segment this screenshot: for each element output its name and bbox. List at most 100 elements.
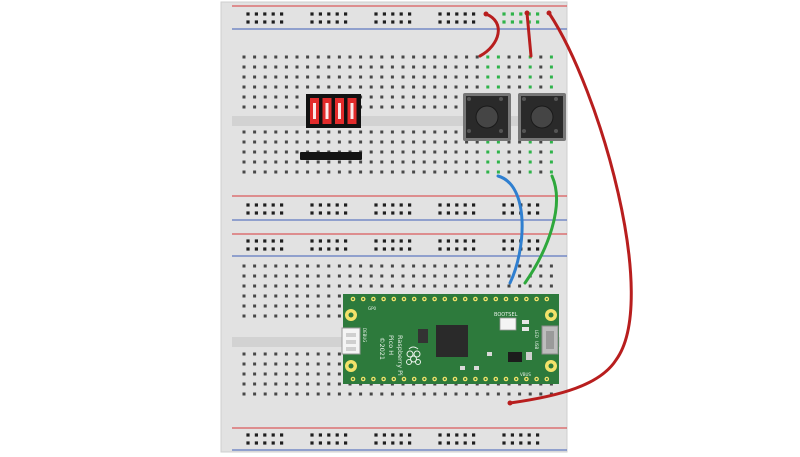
- pico-pin-hole: [535, 378, 538, 380]
- terminal-hole: [412, 140, 416, 144]
- terminal-hole: [475, 264, 479, 268]
- terminal-hole: [465, 284, 469, 288]
- terminal-hole: [412, 392, 416, 396]
- rail-hole: [536, 433, 540, 437]
- terminal-hole: [380, 170, 384, 174]
- pico-pin-hole: [362, 298, 365, 300]
- terminal-hole: [390, 284, 394, 288]
- terminal-hole: [316, 314, 320, 318]
- rail-hole: [335, 203, 339, 207]
- terminal-hole: [380, 284, 384, 288]
- terminal-hole: [263, 95, 267, 99]
- debug-label: DEBUG: [362, 328, 367, 342]
- terminal-hole: [496, 264, 500, 268]
- terminal-hole: [390, 55, 394, 59]
- terminal-hole: [306, 392, 310, 396]
- rail-hole: [502, 12, 506, 16]
- terminal-hole: [263, 170, 267, 174]
- terminal-hole: [295, 284, 299, 288]
- terminal-hole: [306, 274, 310, 278]
- terminal-hole: [422, 75, 426, 79]
- rp2040-chip: [436, 325, 468, 357]
- pushbutton-right: [518, 93, 566, 141]
- terminal-hole: [518, 274, 522, 278]
- terminal-hole: [295, 65, 299, 69]
- rail-hole: [463, 203, 467, 207]
- raspberry-pi-pico: Raspberry Pi Pico H ©2021 BOOTSEL DEBUG …: [341, 294, 559, 384]
- terminal-hole: [274, 304, 278, 308]
- terminal-hole: [263, 85, 267, 89]
- rail-hole: [271, 12, 275, 16]
- led-segment-highlight: [350, 103, 354, 119]
- pico-pin-hole: [352, 378, 354, 380]
- pico-model-label: Pico H: [387, 335, 395, 355]
- rail-hole: [271, 20, 275, 24]
- button-pin: [467, 97, 471, 101]
- terminal-hole: [401, 130, 405, 134]
- breadboard: [220, 1, 568, 453]
- terminal-hole: [528, 85, 532, 89]
- terminal-hole: [454, 170, 458, 174]
- terminal-hole: [337, 294, 341, 298]
- rail-hole: [280, 12, 284, 16]
- terminal-hole: [284, 55, 288, 59]
- rail-hole: [310, 211, 314, 215]
- terminal-hole: [295, 95, 299, 99]
- terminal-hole: [475, 55, 479, 59]
- terminal-hole: [412, 85, 416, 89]
- rail-hole: [502, 239, 506, 243]
- terminal-hole: [359, 264, 363, 268]
- terminal-hole: [518, 150, 522, 154]
- rail-hole: [463, 20, 467, 24]
- terminal-hole: [380, 150, 384, 154]
- terminal-hole: [306, 294, 310, 298]
- rail-hole: [335, 12, 339, 16]
- terminal-hole: [253, 55, 257, 59]
- terminal-hole: [496, 75, 500, 79]
- terminal-hole: [253, 314, 257, 318]
- terminal-hole: [359, 65, 363, 69]
- rail-hole: [519, 441, 523, 445]
- terminal-hole: [263, 352, 267, 356]
- terminal-hole: [369, 95, 373, 99]
- pushbutton-left: [463, 93, 511, 141]
- terminal-hole: [295, 362, 299, 366]
- pico-pin-hole: [505, 378, 507, 380]
- pico-pin-hole: [433, 298, 436, 300]
- terminal-hole: [306, 264, 310, 268]
- terminal-hole: [295, 85, 299, 89]
- terminal-hole: [549, 150, 553, 154]
- rail-hole: [502, 433, 506, 437]
- terminal-hole: [380, 55, 384, 59]
- terminal-hole: [443, 264, 447, 268]
- terminal-hole: [242, 105, 246, 109]
- terminal-hole: [337, 392, 341, 396]
- rail-hole: [527, 211, 531, 215]
- terminal-hole: [496, 140, 500, 144]
- terminal-hole: [295, 372, 299, 376]
- rail-hole: [399, 211, 403, 215]
- rail-hole: [263, 12, 267, 16]
- button-cap: [530, 105, 554, 129]
- terminal-hole: [263, 65, 267, 69]
- rail-hole: [382, 239, 386, 243]
- rail-hole: [327, 239, 331, 243]
- terminal-hole: [507, 274, 511, 278]
- terminal-hole: [295, 130, 299, 134]
- terminal-hole: [242, 130, 246, 134]
- terminal-hole: [475, 274, 479, 278]
- terminal-hole: [337, 304, 341, 308]
- terminal-hole: [475, 160, 479, 164]
- terminal-hole: [433, 284, 437, 288]
- rail-hole: [374, 20, 378, 24]
- terminal-hole: [433, 140, 437, 144]
- pico-pin-hole: [413, 378, 416, 380]
- terminal-hole: [253, 372, 257, 376]
- terminal-hole: [348, 264, 352, 268]
- rail-hole: [271, 441, 275, 445]
- rail-hole: [399, 247, 403, 251]
- rail-hole: [374, 247, 378, 251]
- rail-hole: [472, 203, 476, 207]
- led-segment-highlight: [313, 103, 316, 119]
- terminal-hole: [242, 150, 246, 154]
